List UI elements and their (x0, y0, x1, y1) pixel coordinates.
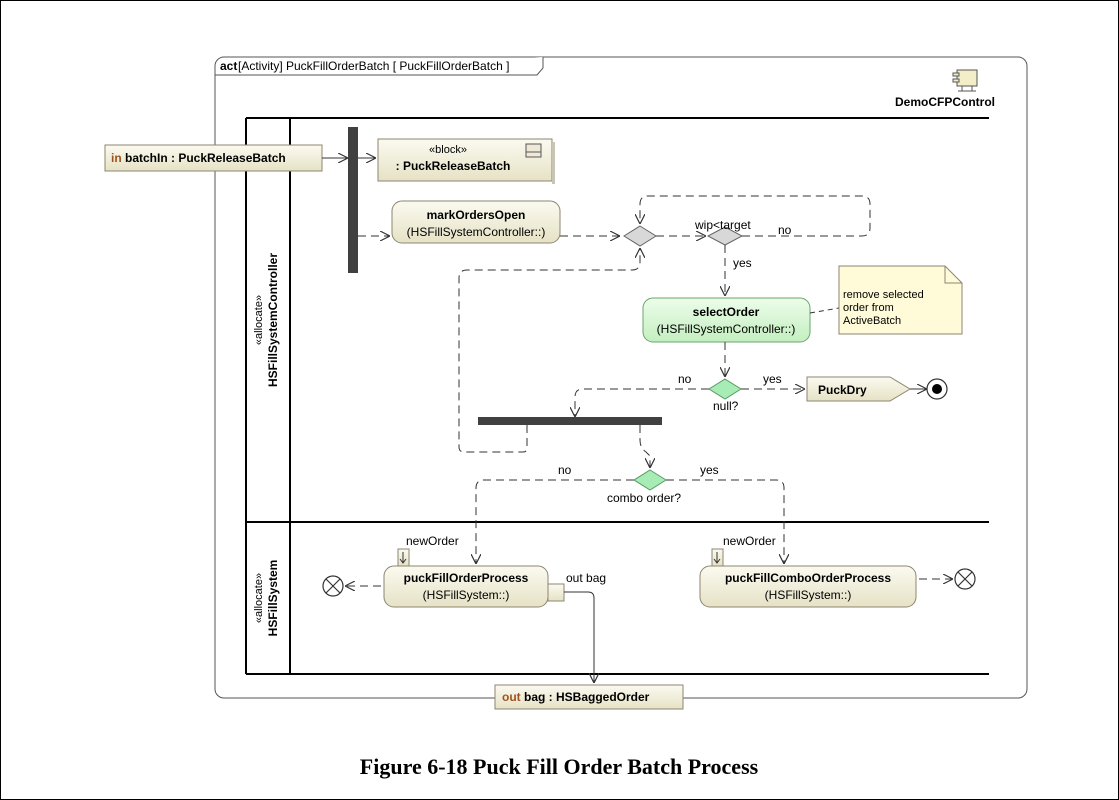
puck-fill-order-owner: (HSFillSystem::) (423, 588, 510, 602)
context-name: DemoCFPControl (895, 95, 995, 109)
fork-bar (348, 127, 358, 273)
lane1-name: HSFillSystemController (266, 253, 280, 387)
new-order-label-left: newOrder (406, 534, 459, 548)
flow-combo-no (476, 479, 634, 564)
pin-out-bag (547, 583, 565, 602)
wip-no-label: no (778, 223, 792, 237)
join-bar (478, 417, 662, 425)
block-stereotype: «block» (429, 144, 467, 156)
note-remove-selected (838, 265, 963, 335)
combo-decision-label: combo order? (607, 491, 681, 505)
wip-yes-label: yes (733, 256, 752, 270)
mark-orders-name: markOrdersOpen (427, 208, 526, 222)
null-no-label: no (678, 372, 692, 386)
null-yes-label: yes (763, 372, 782, 386)
lane2-stereotype: «allocate» (253, 573, 265, 623)
block-shadow (552, 142, 555, 184)
output-pin-bag[interactable] (494, 684, 684, 710)
frame-title: [Activity] PuckFillOrderBatch [ PuckFill… (238, 59, 509, 73)
new-order-label-right: newOrder (723, 534, 776, 548)
wip-guard-label: wip<target (694, 218, 751, 232)
lane1-stereotype: «allocate» (253, 295, 265, 345)
block-name: : PuckReleaseBatch (396, 159, 511, 173)
note-anchor (809, 307, 840, 314)
figure-caption: Figure 6-18 Puck Fill Order Batch Proces… (360, 754, 759, 779)
input-pin-batchIn[interactable] (104, 144, 323, 172)
activity-final-node (926, 378, 948, 400)
frame-name-tab (215, 57, 544, 76)
puck-dry-label: PuckDry (818, 383, 867, 397)
merge-node (623, 225, 657, 247)
puck-fill-combo-name: puckFillComboOrderProcess (725, 571, 891, 585)
block-compartment-icon (525, 143, 542, 158)
flow-join-to-combo (639, 425, 650, 468)
output-pin-label: out bag : HSBaggedOrder (502, 690, 650, 704)
block-node[interactable] (377, 138, 553, 182)
output-name: bag : HSBaggedOrder (521, 690, 650, 704)
decision-combo-order (633, 469, 667, 491)
pin-out-bag-label: out bag (566, 571, 606, 585)
action-select-order[interactable] (642, 297, 811, 343)
frame-keyword: act (220, 59, 237, 73)
flow-final-node-right (954, 568, 976, 590)
flow-wip-no-loop (640, 195, 871, 237)
puck-fill-order-name: puckFillOrderProcess (404, 571, 529, 585)
flow-combo-yes (666, 479, 784, 564)
decision-null (708, 378, 742, 400)
flow-join-loop-back (458, 248, 640, 453)
null-decision-label: null? (713, 399, 739, 413)
select-order-name: selectOrder (693, 305, 760, 319)
action-mark-orders-open[interactable] (391, 200, 561, 244)
input-pin-label: in batchIn : PuckReleaseBatch (111, 151, 286, 165)
puck-fill-combo-owner: (HSFillSystem::) (765, 588, 852, 602)
combo-no-label: no (558, 463, 572, 477)
signal-puck-dry[interactable] (806, 376, 911, 402)
flow-out-bag-to-output (564, 591, 594, 683)
action-puck-fill-combo-order-process[interactable] (699, 565, 917, 608)
flow-final-node-left (322, 575, 344, 597)
note-line-1: remove selected (843, 289, 924, 301)
input-name: batchIn : PuckReleaseBatch (122, 151, 286, 165)
component-icon (952, 69, 978, 92)
select-order-owner: (HSFillSystemController::) (657, 322, 796, 336)
combo-yes-label: yes (700, 463, 719, 477)
note-line-2: order from (843, 302, 894, 314)
mark-orders-owner: (HSFillSystemController::) (407, 225, 546, 239)
note-line-3: ActiveBatch (843, 315, 901, 327)
swimlane-partition (245, 117, 989, 675)
input-direction: in (111, 151, 122, 165)
flow-null-no (575, 388, 709, 417)
output-direction: out (502, 690, 521, 704)
lane2-name: HSFillSystem (266, 560, 280, 637)
